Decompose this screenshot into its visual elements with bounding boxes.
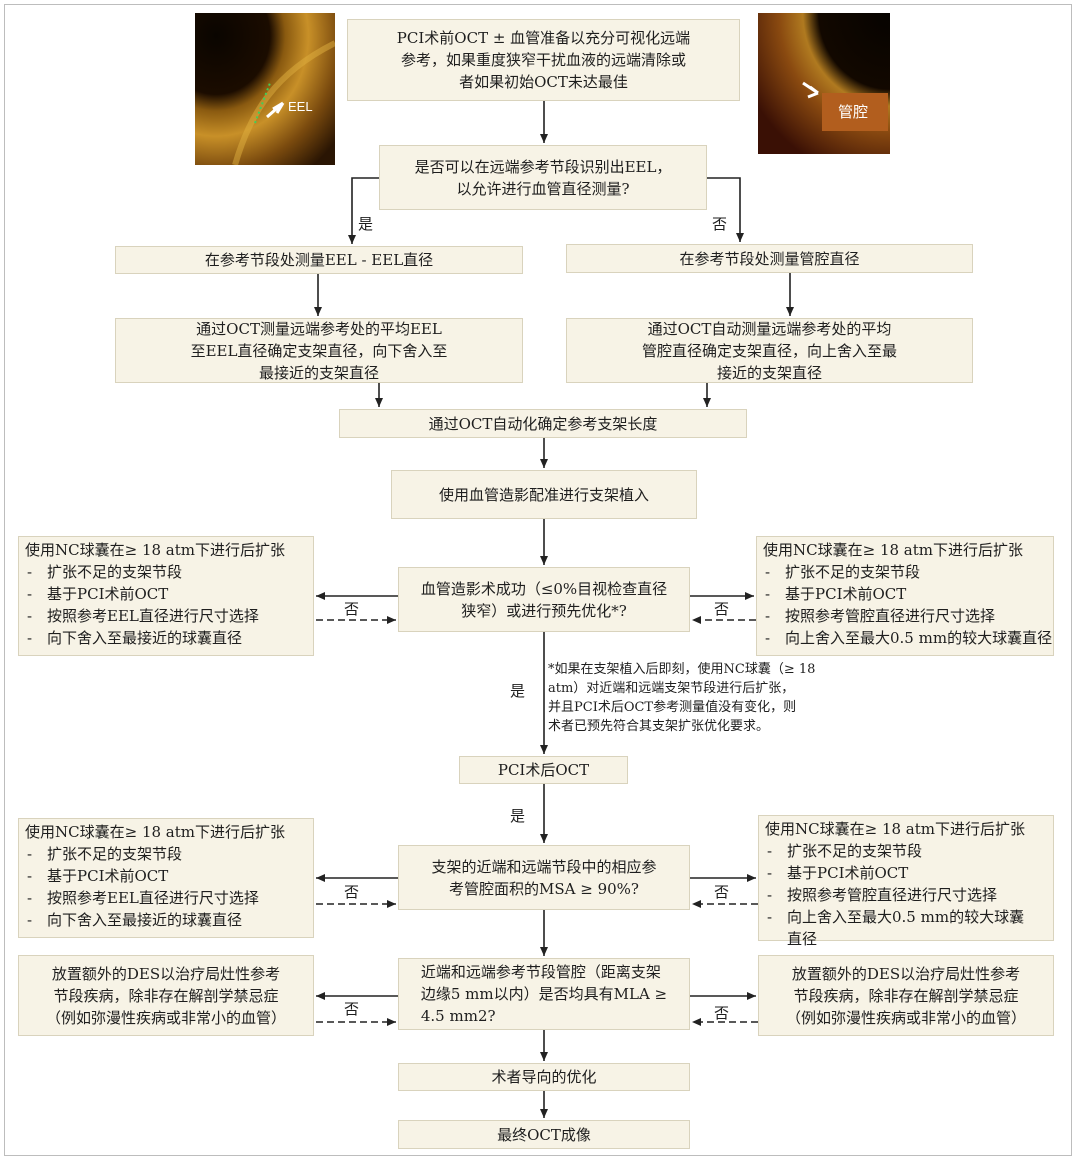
label-no-eel: 否 bbox=[712, 215, 728, 233]
box-stent-size-lumen: 通过OCT自动测量远端参考处的平均 管腔直径确定支架直径，向上舍入至最 接近的支… bbox=[566, 318, 973, 383]
label-no-angio-left: 否 bbox=[344, 600, 360, 618]
box-pre-pci-oct: PCI术前OCT ± 血管准备以充分可视化远端 参考，如果重度狭窄干扰血液的远端… bbox=[347, 19, 740, 101]
label-no-mla-left: 否 bbox=[344, 1000, 360, 1018]
label-yes-angio: 是 bbox=[510, 682, 526, 700]
box-additional-des-left: 放置额外的DES以治疗局灶性参考 节段疾病，除非存在解剖学禁忌症 （例如弥漫性疾… bbox=[18, 955, 314, 1036]
box-postdilation-eel-2: 使用NC球囊在≥ 18 atm下进行后扩张 扩张不足的支架节段 基于PCI术前O… bbox=[18, 818, 314, 938]
label-no-msa-left: 否 bbox=[344, 883, 360, 901]
box-stent-length: 通过OCT自动化确定参考支架长度 bbox=[339, 409, 747, 438]
label-no-angio-right: 否 bbox=[714, 600, 730, 618]
box-stent-size-eel: 通过OCT测量远端参考处的平均EEL 至EEL直径确定支架直径，向下舍入至 最接… bbox=[115, 318, 523, 383]
box-final-oct: 最终OCT成像 bbox=[398, 1120, 690, 1149]
oct-image-lumen: 管腔 bbox=[758, 13, 890, 154]
box-post-pci-oct: PCI术后OCT bbox=[459, 756, 628, 784]
arrow-yes-to-measure-eel bbox=[348, 177, 379, 244]
box-additional-des-right: 放置额外的DES以治疗局灶性参考 节段疾病，除非存在解剖学禁忌症 （例如弥漫性疾… bbox=[758, 955, 1054, 1036]
label-yes-post-oct: 是 bbox=[510, 807, 526, 825]
box-postdilation-lumen-2: 使用NC球囊在≥ 18 atm下进行后扩张 扩张不足的支架节段 基于PCI术前O… bbox=[758, 815, 1054, 948]
box-question-mla: 近端和远端参考节段管腔（距离支架 边缘5 mm以内）是否均具有MLA ≥ 4.5… bbox=[398, 958, 690, 1030]
box-measure-lumen: 在参考节段处测量管腔直径 bbox=[566, 244, 973, 273]
footnote-predilation: *如果在支架植入后即刻，使用NC球囊（≥ 18 atm）对近端和远端支架节段进行… bbox=[548, 662, 816, 734]
box-question-eel: 是否可以在远端参考节段识别出EEL， 以允许进行血管直径测量? bbox=[379, 145, 707, 210]
box-operator-optimization: 术者导向的优化 bbox=[398, 1063, 690, 1091]
label-no-msa-right: 否 bbox=[714, 883, 730, 901]
label-yes-eel: 是 bbox=[358, 215, 374, 233]
eel-caption: EEL bbox=[288, 99, 313, 114]
label-no-mla-right: 否 bbox=[714, 1004, 730, 1022]
box-stent-implant: 使用血管造影配准进行支架植入 bbox=[391, 470, 697, 519]
lumen-caption: 管腔 bbox=[838, 103, 868, 121]
box-measure-eel: 在参考节段处测量EEL - EEL直径 bbox=[115, 246, 523, 274]
box-question-msa: 支架的近端和远端节段中的相应参 考管腔面积的MSA ≥ 90%? bbox=[398, 845, 690, 910]
figure-frame bbox=[4, 4, 1072, 1156]
box-postdilation-lumen-1: 使用NC球囊在≥ 18 atm下进行后扩张 扩张不足的支架节段 基于PCI术前O… bbox=[756, 536, 1054, 656]
oct-image-eel: EEL bbox=[195, 13, 335, 165]
box-postdilation-eel-1: 使用NC球囊在≥ 18 atm下进行后扩张 扩张不足的支架节段 基于PCI术前O… bbox=[18, 536, 314, 656]
box-question-angio-success: 血管造影术成功（≤0%目视检查直径 狭窄）或进行预先优化*? bbox=[398, 567, 690, 632]
arrow-no-to-measure-lumen bbox=[707, 177, 744, 242]
